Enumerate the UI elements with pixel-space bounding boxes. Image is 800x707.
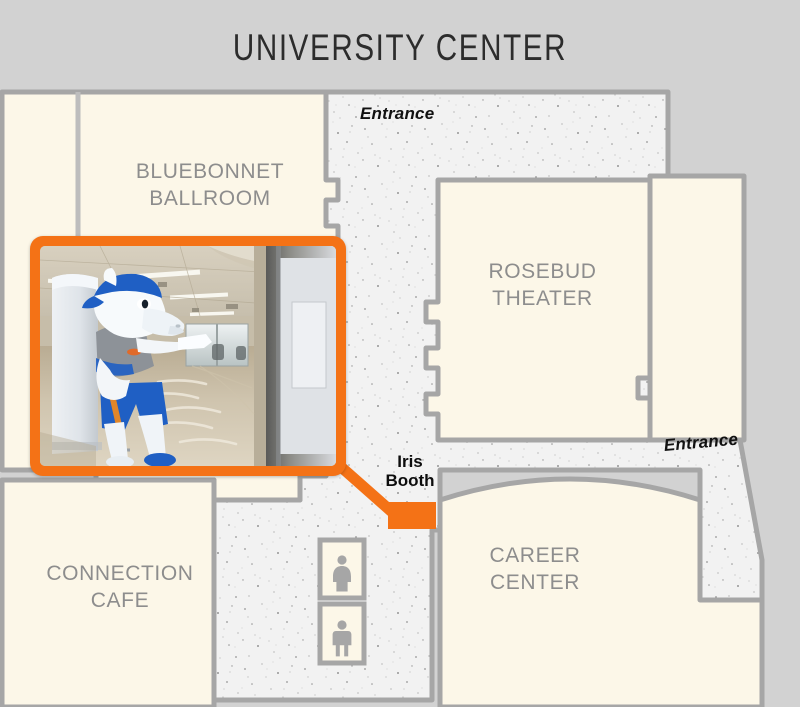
entrance-label-top: Entrance — [360, 104, 435, 123]
photo-frame — [40, 246, 336, 466]
map-header — [0, 0, 800, 88]
men-restroom-icon — [332, 620, 352, 657]
women-restroom-icon — [333, 555, 351, 592]
mascot-photo — [40, 246, 336, 466]
room-upper-right — [647, 173, 747, 443]
room-connection-cafe[interactable] — [0, 477, 217, 707]
restroom-women[interactable] — [317, 537, 367, 601]
restroom-men[interactable] — [317, 601, 367, 666]
iris-booth-label: Iris Booth — [385, 452, 435, 490]
mascot-figure — [82, 268, 212, 466]
iris-booth-marker[interactable] — [388, 502, 436, 529]
photo-callout[interactable] — [30, 236, 346, 476]
room-career-center[interactable] — [437, 476, 765, 707]
page-title: UNIVERSITY CENTER — [232, 27, 568, 68]
callout-connector — [336, 461, 396, 517]
room-rosebud-theater[interactable] — [423, 177, 653, 443]
